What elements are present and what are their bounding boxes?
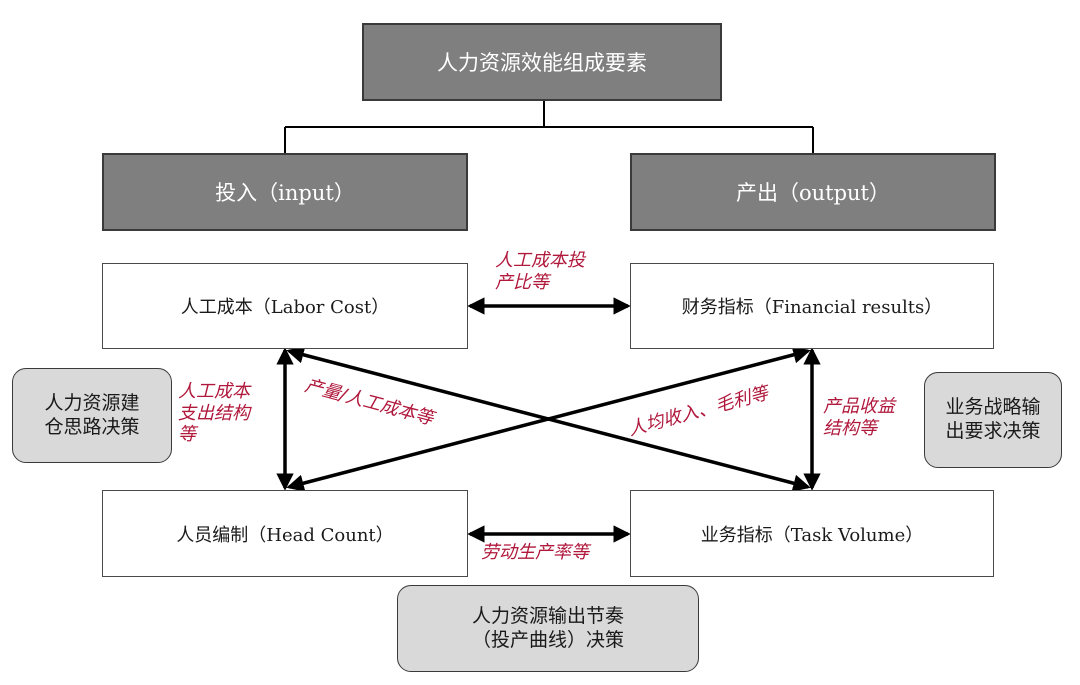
relation-labor-cost-financial: 人工成本投 产比等 [495, 250, 585, 293]
decision-left-line-1: 人力资源建 [44, 391, 140, 414]
node-head-count: 人员编制（Head Count） [102, 490, 468, 577]
relation-financial-task-volume: 产品收益 结构等 [823, 396, 895, 439]
category-input: 投入（input） [102, 153, 468, 231]
relation-financial-task-volume-line-1: 产品收益 [823, 396, 895, 417]
arrow-head-count-financial [286, 346, 811, 492]
relation-labor-cost-financial-line-1: 人工成本投 [495, 250, 585, 271]
relation-financial-task-volume-line-2: 结构等 [823, 417, 877, 439]
diagram-title: 人力资源效能组成要素 [362, 23, 722, 101]
relation-labor-cost-head-count-line-3: 等 [178, 424, 196, 446]
decision-bottom-line-1: 人力资源输出节奏 [471, 604, 624, 627]
relation-head-count-task-volume: 劳动生产率等 [481, 542, 589, 563]
category-output: 产出（output） [630, 153, 996, 231]
node-financial-results: 财务指标（Financial results） [630, 263, 994, 349]
node-task-volume: 业务指标（Task Volume） [630, 490, 994, 577]
decision-left-line-2: 仓思路决策 [44, 415, 140, 438]
relation-labor-cost-head-count-line-2: 支出结构 [178, 402, 250, 424]
relation-labor-cost-head-count-line-1: 人工成本 [178, 381, 250, 402]
relation-labor-cost-financial-line-2: 产比等 [495, 271, 549, 293]
decision-bottom-line-2: （投产曲线）决策 [471, 628, 624, 651]
decision-left: 人力资源建 仓思路决策 [12, 368, 172, 463]
node-labor-cost: 人工成本（Labor Cost） [102, 263, 468, 349]
decision-right-line-2: 出要求决策 [945, 420, 1041, 442]
relation-labor-cost-head-count: 人工成本 支出结构 等 [178, 381, 250, 446]
decision-right-line-1: 业务战略输 [945, 396, 1041, 419]
decision-bottom: 人力资源输出节奏 （投产曲线）决策 [397, 585, 699, 672]
decision-right: 业务战略输 出要求决策 [924, 372, 1062, 468]
